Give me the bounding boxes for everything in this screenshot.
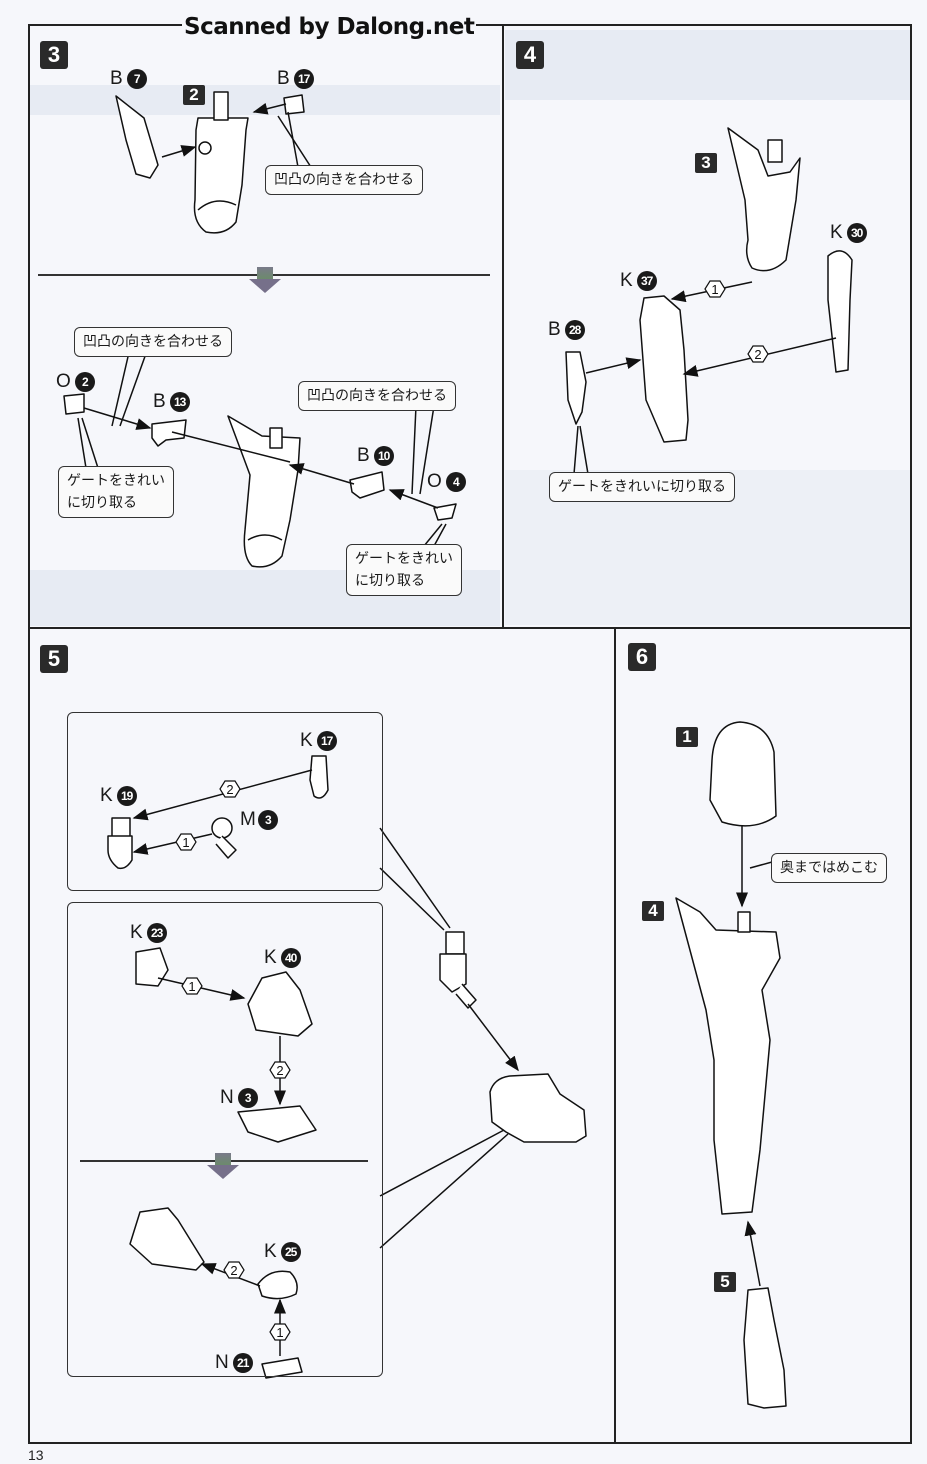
runner-letter: N bbox=[220, 1087, 234, 1108]
panel-divider-horizontal bbox=[28, 627, 912, 629]
part-number: 40 bbox=[280, 948, 301, 968]
part-number: 3 bbox=[257, 810, 278, 830]
runner-letter: B bbox=[277, 68, 290, 89]
part-number: 3 bbox=[237, 1088, 258, 1108]
part-number: 17 bbox=[316, 731, 337, 751]
page-number: 13 bbox=[28, 1447, 44, 1463]
part-number: 19 bbox=[116, 786, 137, 806]
part-number: 13 bbox=[169, 392, 190, 412]
runner-letter: B bbox=[548, 319, 561, 340]
ghost-band bbox=[30, 85, 500, 115]
step-5-badge: 5 bbox=[40, 645, 68, 673]
callout-trim-gate: ゲートをきれい に切り取る bbox=[346, 544, 462, 596]
runner-letter: B bbox=[153, 391, 166, 412]
step-3-badge: 3 bbox=[40, 41, 68, 69]
runner-letter: K bbox=[300, 730, 313, 751]
detail-inset-joint bbox=[67, 712, 383, 891]
callout-press-fully: 奥まではめこむ bbox=[771, 853, 887, 883]
step-4-badge: 4 bbox=[516, 41, 544, 69]
part-number: 10 bbox=[373, 446, 394, 466]
callout-trim-gate: ゲートをきれい に切り取る bbox=[58, 466, 174, 518]
panel-divider-vertical-bottom bbox=[614, 628, 616, 1444]
part-number: 17 bbox=[293, 69, 314, 89]
part-number: 4 bbox=[445, 472, 466, 492]
runner-letter: K bbox=[830, 222, 843, 243]
callout-align: 凹凸の向きを合わせる bbox=[74, 327, 232, 357]
part-number: 21 bbox=[232, 1353, 253, 1373]
ghost-band bbox=[505, 30, 910, 100]
sub-assembly-badge: 2 bbox=[183, 85, 205, 105]
part-number: 28 bbox=[564, 320, 585, 340]
runner-letter: B bbox=[110, 68, 123, 89]
callout-align: 凹凸の向きを合わせる bbox=[298, 381, 456, 411]
detail-inset-shoe bbox=[67, 902, 383, 1377]
callout-align: 凹凸の向きを合わせる bbox=[265, 165, 423, 195]
part-number: 2 bbox=[74, 372, 95, 392]
callout-trim-gate: ゲートをきれいに切り取る bbox=[549, 472, 735, 502]
watermark: Scanned by Dalong.net bbox=[182, 14, 477, 40]
runner-letter: M bbox=[240, 809, 256, 830]
runner-letter: O bbox=[56, 371, 71, 392]
sub-assembly-badge: 4 bbox=[642, 901, 664, 921]
runner-letter: N bbox=[215, 1352, 229, 1373]
part-number: 25 bbox=[280, 1242, 301, 1262]
panel-divider-vertical-top bbox=[502, 24, 504, 628]
part-number: 30 bbox=[846, 223, 867, 243]
runner-letter: O bbox=[427, 471, 442, 492]
part-number: 23 bbox=[146, 923, 167, 943]
runner-letter: B bbox=[357, 445, 370, 466]
sub-assembly-badge: 1 bbox=[676, 727, 698, 747]
step-6-badge: 6 bbox=[628, 643, 656, 671]
part-number: 7 bbox=[126, 69, 147, 89]
runner-letter: K bbox=[264, 1241, 277, 1262]
runner-letter: K bbox=[130, 922, 143, 943]
part-number: 37 bbox=[636, 271, 657, 291]
runner-letter: K bbox=[264, 947, 277, 968]
sub-assembly-badge: 5 bbox=[714, 1272, 736, 1292]
runner-letter: K bbox=[620, 270, 633, 291]
sub-assembly-badge: 3 bbox=[695, 153, 717, 173]
runner-letter: K bbox=[100, 785, 113, 806]
